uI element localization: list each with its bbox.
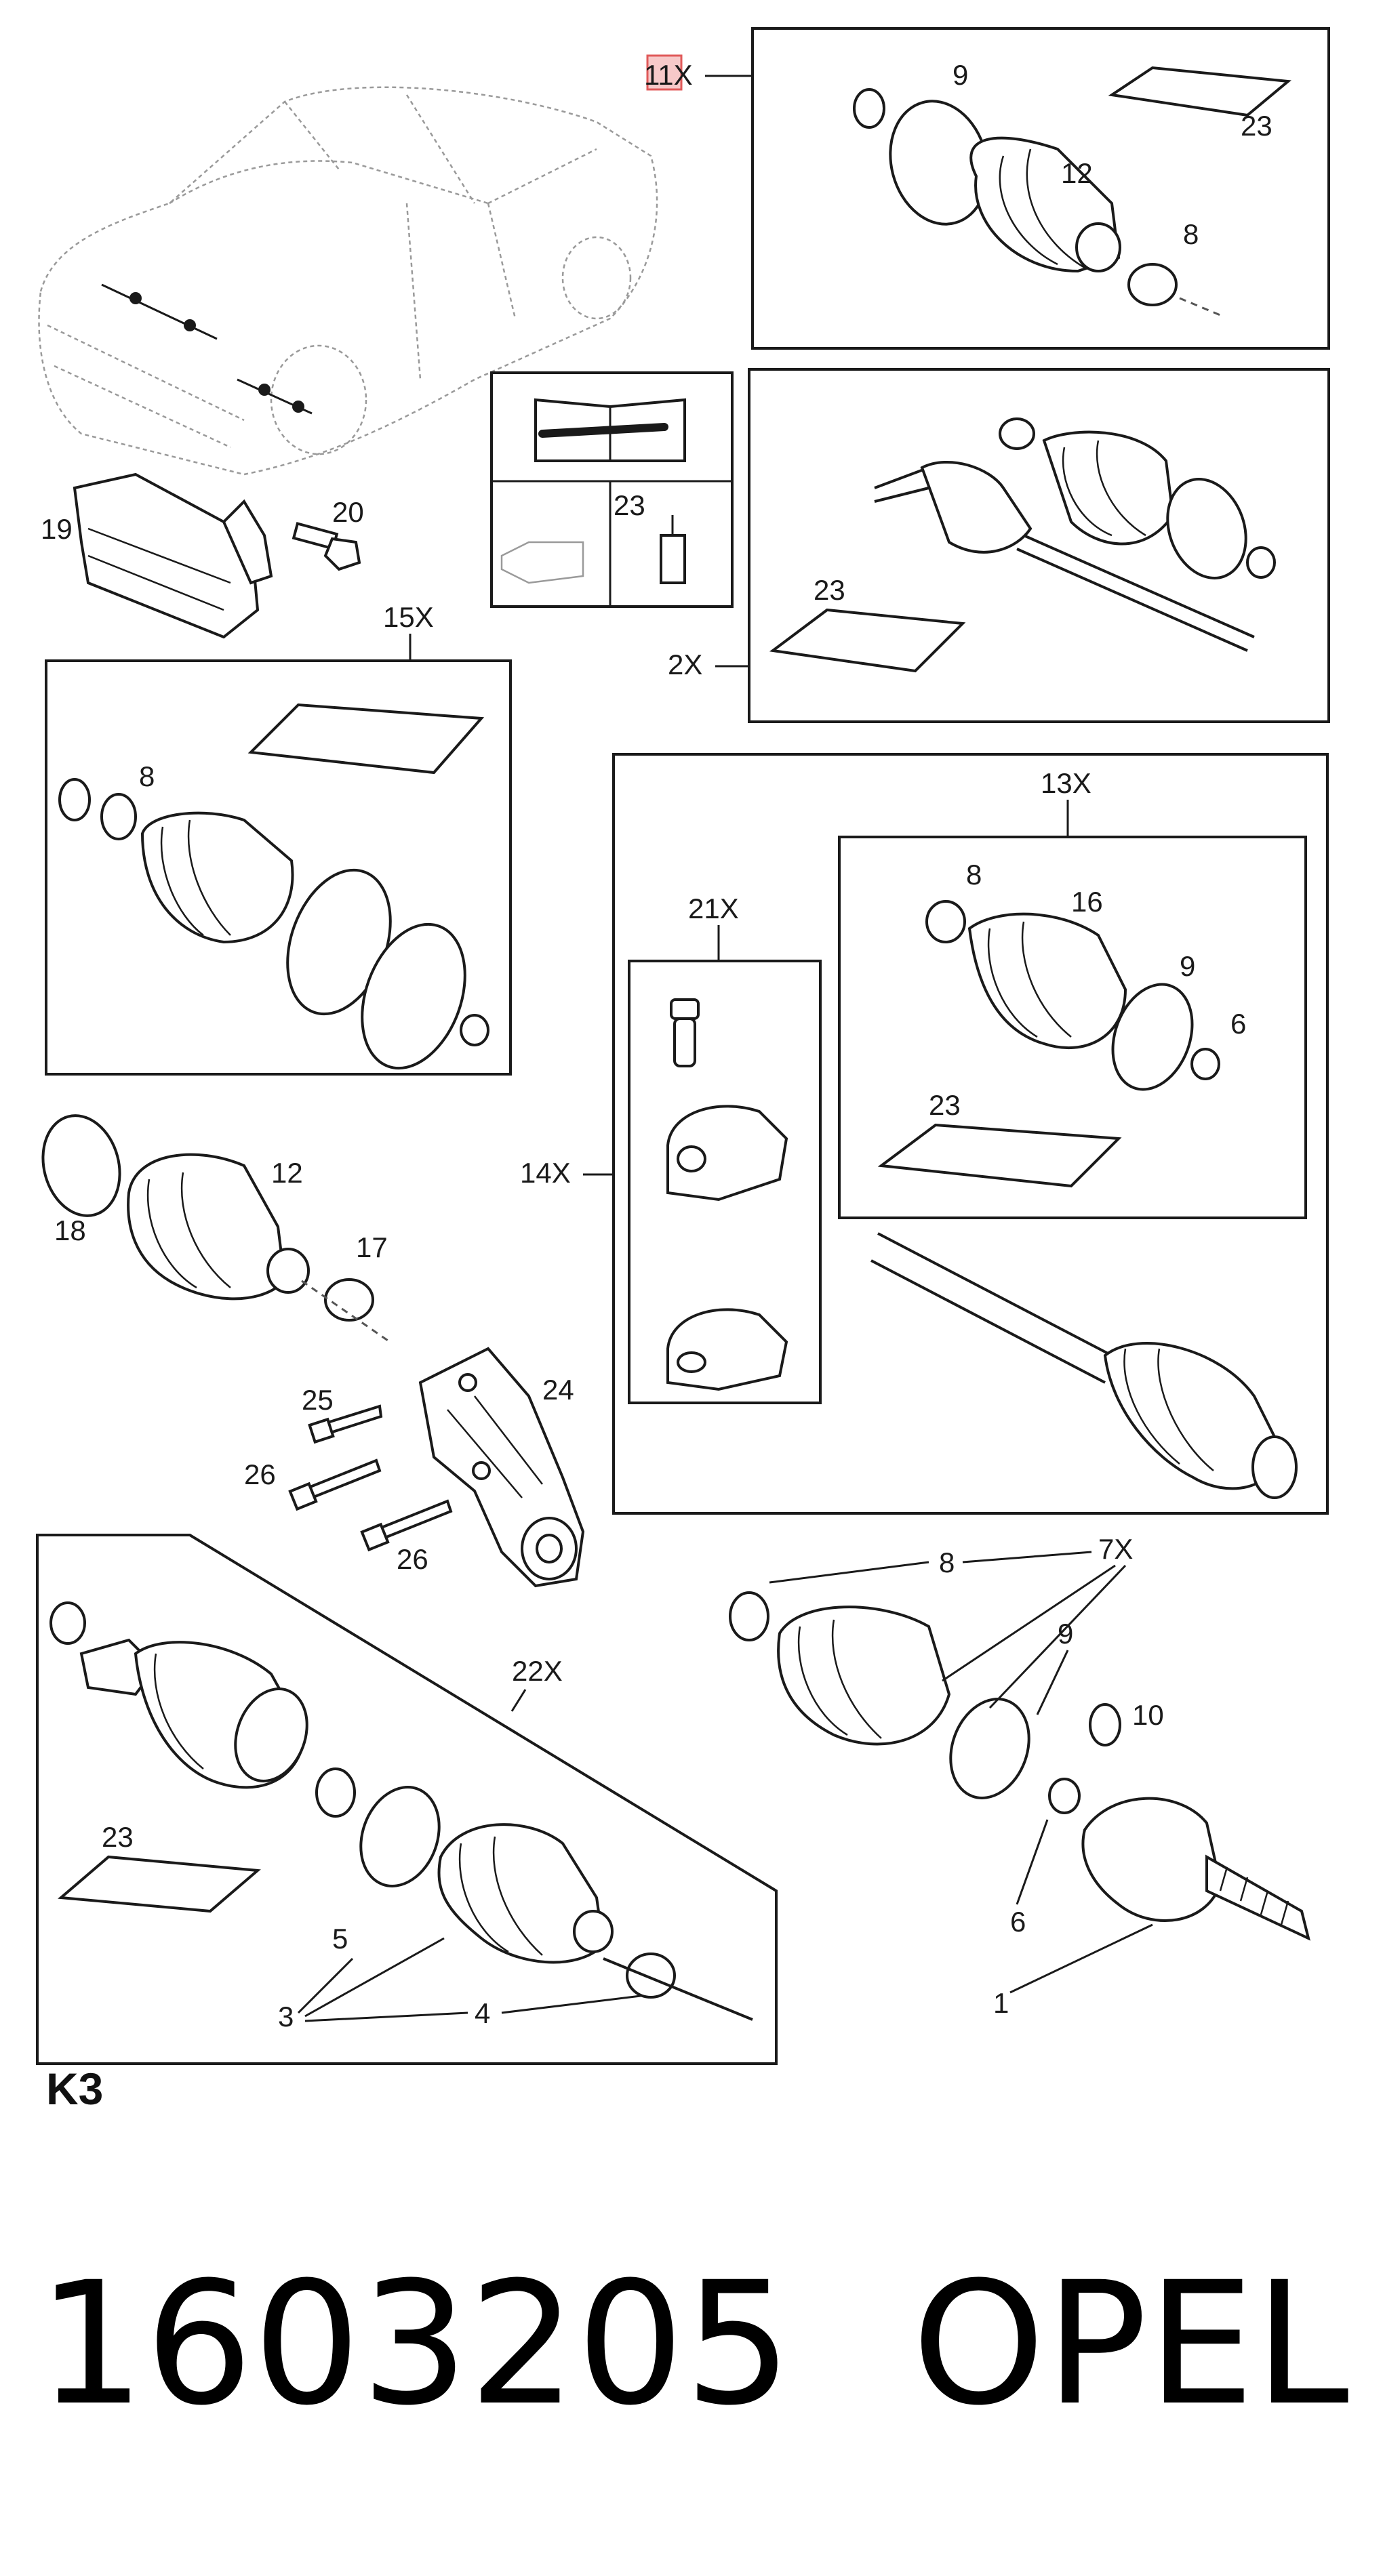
boot-kit-11x-parts [853, 66, 1291, 316]
clamp-kit-21x-parts [666, 998, 788, 1391]
callout-14x: 14X [520, 1157, 571, 1189]
service-manual-box [490, 371, 734, 608]
callout-3: 3 [278, 2001, 294, 2032]
boot-kit-2x-parts [769, 417, 1276, 673]
callout-8-15x: 8 [139, 760, 155, 792]
bracket-part-24 [418, 1347, 585, 1588]
callout-26-upper: 26 [244, 1458, 276, 1490]
callout-23-2x: 23 [814, 574, 845, 606]
bolt-part-25 [308, 1404, 383, 1444]
callout-26-lower: 26 [397, 1543, 428, 1575]
section-code: K3 [46, 2064, 103, 2114]
callout-9-11x: 9 [953, 59, 968, 91]
callout-6-7x: 6 [1010, 1906, 1026, 1938]
kit-box-2x [748, 368, 1330, 723]
callout-20: 20 [332, 496, 364, 528]
heat-shield-part-19 [73, 472, 273, 639]
bolt-part-20 [292, 522, 361, 571]
callout-2x: 2X [668, 649, 702, 680]
callout-19: 19 [41, 513, 73, 545]
kit-box-13x [838, 836, 1307, 1219]
callout-11x: 11X [644, 59, 693, 91]
callout-23-manual: 23 [614, 489, 645, 521]
callout-4: 4 [475, 1997, 490, 2029]
kit-box-11x [751, 27, 1330, 350]
part-number: 1603205 [37, 2245, 792, 2442]
callout-25: 25 [302, 1384, 334, 1416]
callout-8-11x: 8 [1183, 218, 1199, 250]
bolt-part-26-lower [360, 1499, 453, 1552]
callout-21x: 21X [688, 893, 739, 924]
drive-shaft-14x [870, 1232, 1298, 1499]
callout-16: 16 [1071, 886, 1103, 918]
brand-name: OPEL [912, 2245, 1349, 2442]
kit-box-21x [628, 960, 822, 1404]
callout-13x: 13X [1041, 767, 1091, 799]
callout-23-13x: 23 [929, 1089, 961, 1121]
callout-5: 5 [332, 1923, 348, 1955]
callout-12-11x: 12 [1061, 157, 1093, 189]
callout-10: 10 [1132, 1699, 1164, 1731]
callout-6-13x: 6 [1230, 1008, 1246, 1040]
callout-1: 1 [993, 1987, 1009, 2019]
callout-17: 17 [356, 1231, 388, 1263]
joint-kit-22x-parts [49, 1601, 753, 2021]
callout-9-13x: 9 [1180, 950, 1195, 982]
callout-15x: 15X [383, 601, 434, 633]
callout-8-7x: 8 [939, 1547, 955, 1578]
bolt-part-26-upper [288, 1458, 382, 1511]
car-overview-illustration [38, 86, 658, 476]
callout-22x: 22X [512, 1655, 563, 1687]
callout-18: 18 [54, 1214, 86, 1246]
boot-kit-13x-parts [877, 900, 1220, 1188]
callout-23-11x: 23 [1241, 110, 1272, 142]
kit-box-22x [36, 1534, 778, 2065]
joint-kit-7x-parts [729, 1591, 1310, 1941]
boot-kit-15x-parts [58, 703, 489, 1070]
callout-24: 24 [542, 1374, 574, 1406]
callout-23-22x: 23 [102, 1821, 134, 1853]
callout-8-13x: 8 [966, 859, 982, 891]
callout-7x: 7X [1098, 1533, 1133, 1565]
loose-boot-parts-12-17-18 [41, 1114, 390, 1343]
kit-box-14x [612, 753, 1329, 1515]
kit-box-15x [45, 659, 512, 1076]
highlight-marker [646, 54, 683, 91]
callout-12-loose: 12 [271, 1157, 303, 1189]
